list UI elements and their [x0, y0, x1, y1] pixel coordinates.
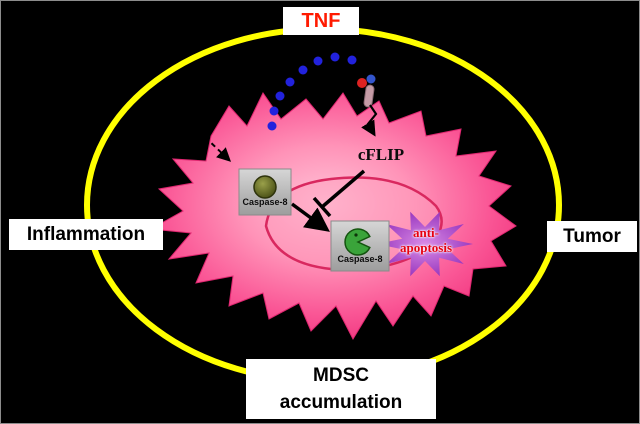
procaspase8-label: Caspase-8 [242, 197, 288, 207]
inflammation-label: Inflammation [9, 219, 163, 250]
caspase8-activation-arrow [290, 202, 330, 232]
tnf-ligand-dots [267, 52, 357, 131]
active-caspase8-box [330, 220, 390, 272]
anti-apoptosis-line1: anti- [413, 225, 439, 240]
receptor-signal-arrow [361, 104, 378, 137]
mdsc-label-line2: accumulation [279, 392, 403, 413]
tnf-receptor-icon [357, 74, 376, 108]
tnf-label: TNF [283, 7, 359, 35]
dashed-activation-arrow [204, 136, 232, 162]
mdsc-accumulation-label: MDSC accumulation [246, 359, 436, 419]
anti-apoptosis-line2: apoptosis [399, 240, 453, 255]
active-caspase8-label: Caspase-8 [337, 254, 383, 264]
mdsc-cell-body [149, 92, 517, 341]
cflip-inhibition-line [312, 169, 366, 218]
tumor-label: Tumor [547, 221, 637, 252]
procaspase8-box [238, 168, 292, 216]
cflip-label: cFLIP [357, 145, 405, 164]
procaspase8-protein [253, 175, 277, 199]
anti-apoptosis-starburst [377, 211, 473, 277]
anti-apoptosis-label: anti- apoptosis [380, 225, 472, 255]
active-caspase8-protein [344, 228, 371, 256]
mdsc-label-line1: MDSC [313, 365, 369, 386]
